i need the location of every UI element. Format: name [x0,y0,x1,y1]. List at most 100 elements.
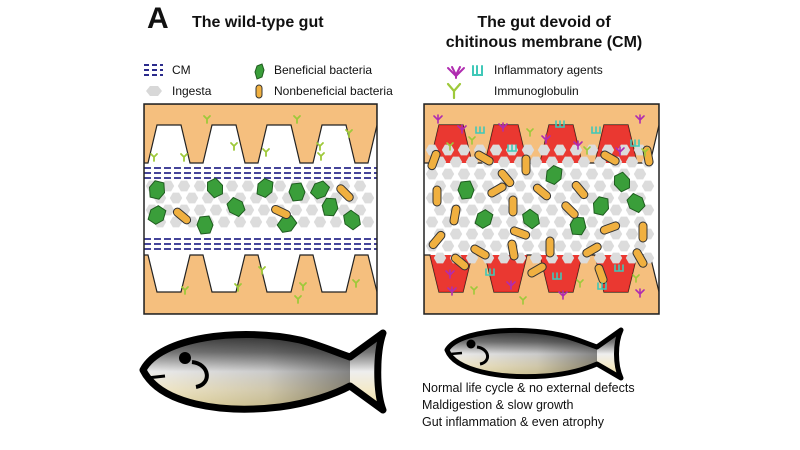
ingesta-particle [601,168,615,180]
legend-ingesta-label: Ingesta [172,84,212,98]
ingesta-particle [625,228,639,240]
legend-immunoglobulin-icon [446,82,462,100]
nonbeneficial-bacterium [561,201,579,219]
nonbeneficial-bacterium [427,149,441,171]
inflammatory-agent-icon [507,144,517,152]
ingesta-particle [561,156,575,168]
nonbeneficial-bacterium [470,244,490,260]
ingesta-particle [617,240,631,252]
nonbeneficial-bacterium [532,183,552,201]
ingesta-particle [497,228,511,240]
ingesta-particle [217,192,231,204]
inflammatory-agent-icon [635,288,645,298]
inflammatory-agent-icon [614,264,624,272]
deficient-panel-title-line2: chitinous membrane (CM) [445,34,643,51]
inflammatory-agent-icon [591,126,601,134]
legend-nonbeneficial-icon [255,84,263,99]
immunoglobulin-icon [299,282,307,291]
immunoglobulin-icon [293,115,301,124]
ingesta-particle [449,228,463,240]
ingesta-particle [473,168,487,180]
ingesta-particle [241,180,255,192]
ingesta-particle [457,240,471,252]
ingesta-particle [313,216,327,228]
immunoglobulin-icon [180,153,188,162]
ingesta-particle [425,168,439,180]
ingesta-particle [441,168,455,180]
ingesta-particle [441,192,455,204]
ingesta-particle [297,216,311,228]
beneficial-bacterium [309,180,331,200]
ingesta-particle [593,252,607,264]
ingesta-particle [441,240,455,252]
caption-line-3: Gut inflammation & even atrophy [422,415,605,429]
immunoglobulin-icon [526,128,534,137]
nonbeneficial-bacterium [521,154,531,176]
ingesta-particle [473,192,487,204]
ingesta-particle [465,156,479,168]
ingesta-particle [481,228,495,240]
beneficial-bacterium [343,209,361,231]
immunoglobulin-icon [576,279,584,288]
ingesta-particle [609,252,623,264]
ingesta-particle [361,192,375,204]
ingesta-particle [577,204,591,216]
ingesta-particle [353,204,367,216]
legend-cm-icon [144,64,163,76]
panel-letter: A [147,2,169,35]
ingesta-particle [553,192,567,204]
ingesta-particle [465,228,479,240]
ingesta-particle [489,144,503,156]
ingesta-particle [457,168,471,180]
nonbeneficial-bacterium [487,182,507,198]
legend-inflammatory-icon [447,65,483,79]
ingesta-particle [545,156,559,168]
beneficial-bacterium [321,197,339,217]
immunoglobulin-icon [316,142,324,151]
ingesta-particle [513,180,527,192]
caption-line-2: Maldigestion & slow growth [422,398,574,412]
immunoglobulin-icon [230,142,238,151]
wild-type-gut-panel [143,103,378,315]
ingesta-particle [193,204,207,216]
ingesta-particle [625,156,639,168]
ingesta-particle [577,156,591,168]
wildtype-cm-bottom [144,238,377,250]
ingesta-particle [161,180,175,192]
beneficial-bacterium [457,180,475,200]
inflammatory-agent-icon [558,290,568,300]
inflammatory-agent-icon [485,268,495,276]
inflammatory-agent-icon [573,140,583,150]
nonbeneficial-bacterium [336,184,354,202]
immunoglobulin-icon [262,148,270,157]
beneficial-bacterium [256,177,274,199]
nonbeneficial-bacterium [474,150,494,166]
nonbeneficial-bacterium [428,230,446,250]
beneficial-bacterium [592,196,610,216]
wildtype-panel-title: The wild-type gut [192,14,324,31]
nonbeneficial-bacterium [271,204,291,220]
ingesta-particle [249,216,263,228]
nonbeneficial-bacterium [582,242,602,258]
beneficial-bacterium [206,177,224,199]
legend-ingesta-icon [146,86,162,96]
wildtype-top-villi [144,104,377,164]
beneficial-bacterium [474,209,494,229]
nonbeneficial-bacterium [449,204,461,226]
ingesta-particle [505,216,519,228]
ingesta-particle [553,216,567,228]
ingesta-particle [265,192,279,204]
ingesta-particle [601,240,615,252]
wildtype-immunoglobulins [150,115,360,304]
ingesta-particle [569,240,583,252]
inflammatory-agent-icon [630,139,640,147]
ingesta-particle [465,252,479,264]
ingesta-particle [593,156,607,168]
legend-beneficial-label: Beneficial bacteria [274,63,373,77]
ingesta-particle [457,144,471,156]
beneficial-bacterium [148,180,166,200]
ingesta-particle [433,204,447,216]
ingesta-particle [193,180,207,192]
ingesta-particle [185,192,199,204]
beneficial-bacterium [569,216,587,236]
